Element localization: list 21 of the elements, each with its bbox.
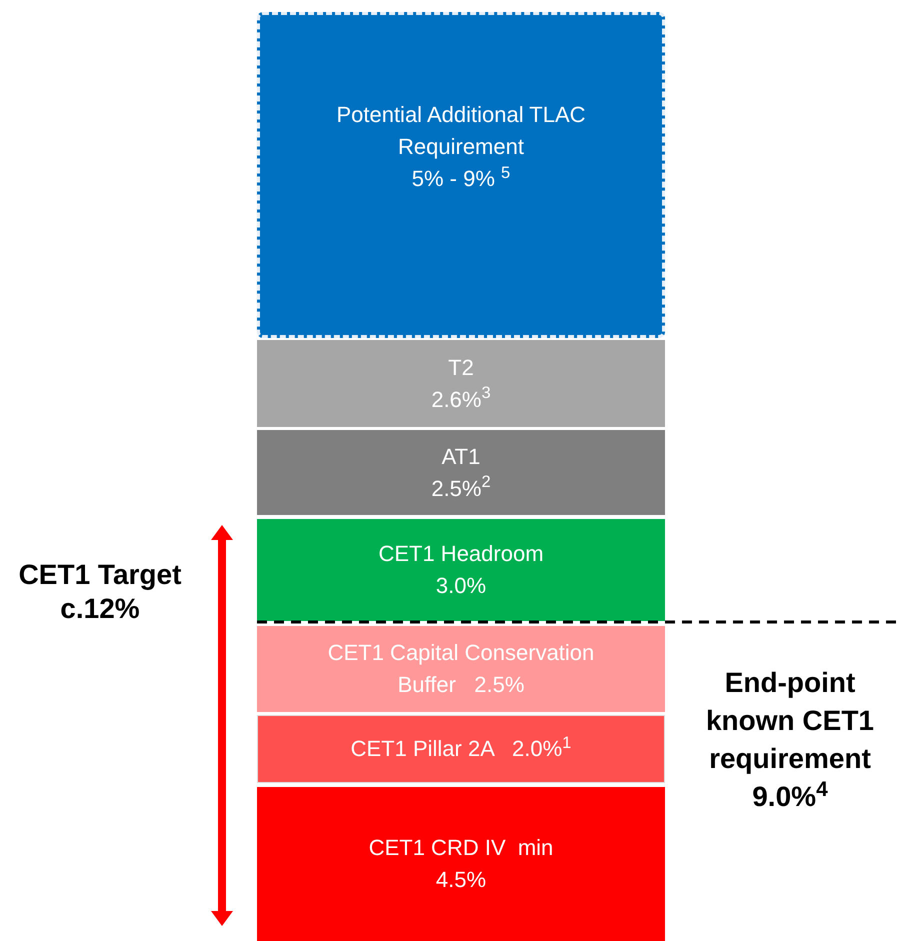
block-label: 5% - 9% $^{5}$ xyxy=(412,163,510,193)
capital-block xyxy=(257,787,665,941)
annotation-label: CET1 Target c.12% xyxy=(18,558,182,626)
block-label: CET1 Capital Conservation Buffer 2.5% xyxy=(326,639,596,699)
block-label: Potential Additional TLAC Requirement xyxy=(335,101,587,161)
block-label: 2.6%$^{3}$ xyxy=(431,384,491,414)
capital-block xyxy=(257,626,665,712)
block-label: CET1 Pillar 2A 2.0%$^{1}$ xyxy=(350,733,572,763)
block-label: 3.0% xyxy=(436,572,486,600)
block-label: 4.5% xyxy=(436,866,486,894)
annotation-label: End-point known CET1 requirement 9.0%$^{4}$ xyxy=(704,666,875,814)
block-label: T2 xyxy=(448,354,474,382)
requirement-block xyxy=(257,12,665,338)
block-label: CET1 Headroom xyxy=(378,540,544,568)
capital-block xyxy=(257,519,665,621)
capital-block xyxy=(257,430,665,515)
block-label: 2.5%$^{2}$ xyxy=(431,472,491,502)
block-label: CET1 CRD IV min xyxy=(368,834,554,862)
block-label: AT1 xyxy=(442,442,480,470)
capital-block xyxy=(257,340,665,427)
capital-block xyxy=(257,715,665,783)
